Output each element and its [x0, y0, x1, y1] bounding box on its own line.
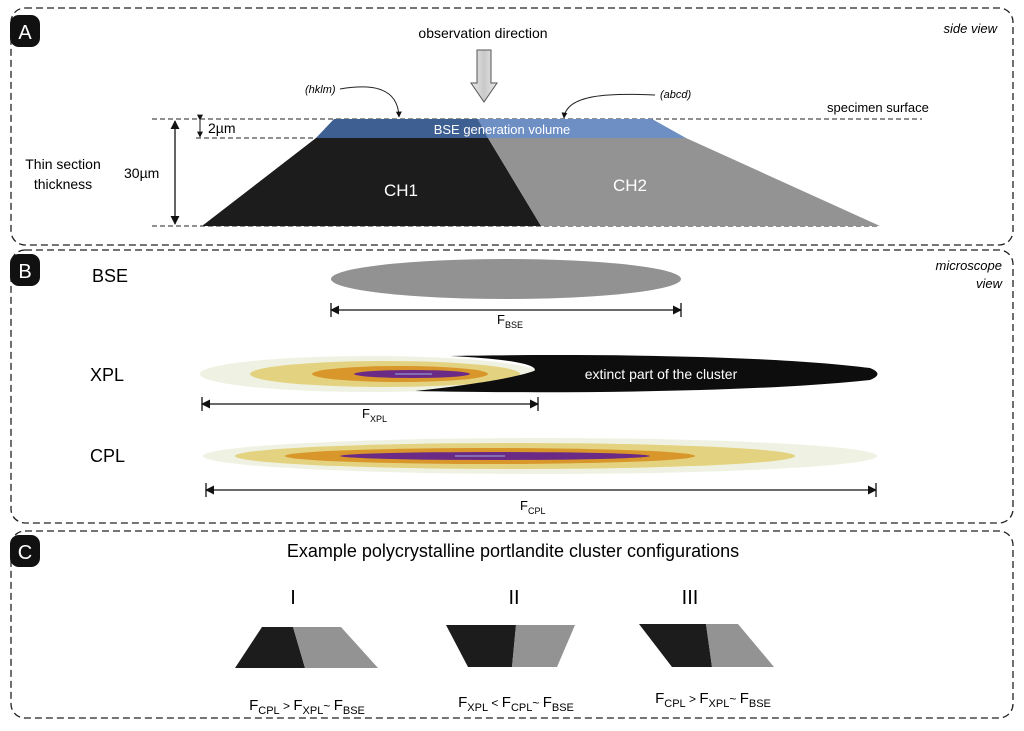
observation-direction-label: observation direction: [418, 25, 547, 41]
bse-volume-label: BSE generation volume: [434, 122, 571, 137]
config-2-light-crystal: [512, 625, 575, 667]
abcd-leader: [561, 93, 656, 119]
f-cpl-label: FCPL: [520, 498, 545, 516]
panel-c-frame: [10, 530, 1014, 719]
config-3-light-crystal: [706, 624, 774, 667]
bse-row-label: BSE: [92, 266, 128, 286]
thirty-um-label: 30µm: [124, 165, 159, 181]
panel-a-badge-letter: A: [18, 22, 32, 44]
abcd-label: (abcd): [660, 89, 692, 101]
thickness-label-line2: thickness: [34, 176, 92, 192]
ch1-label: CH1: [384, 181, 418, 200]
thickness-label-line1: Thin section: [25, 156, 100, 172]
config-1-light-crystal: [293, 627, 378, 668]
panel-a-badge: [10, 15, 40, 47]
hklm-label: (hklm): [305, 84, 336, 96]
ch2-crystal: [488, 138, 880, 226]
microscope-view-label-line1: microscope: [936, 258, 1002, 273]
panel-b-frame: [10, 249, 1014, 524]
panel-b-badge-letter: B: [18, 261, 31, 283]
microscope-view-label-line2: view: [976, 276, 1004, 291]
ch2-label: CH2: [613, 176, 647, 195]
specimen-surface-label: specimen surface: [827, 100, 929, 115]
config-3-numeral: III: [682, 587, 699, 609]
panel-a-frame: [10, 7, 1014, 246]
f-bse-label: FBSE: [497, 312, 523, 330]
extinct-part-label: extinct part of the cluster: [585, 366, 738, 382]
config-2-dark-crystal: [446, 625, 516, 667]
panel-c: C Example polycrystalline portlandite cl…: [10, 530, 1014, 719]
xpl-row-label: XPL: [90, 365, 124, 385]
cpl-row-label: CPL: [90, 446, 125, 466]
config-3-dark-crystal: [639, 624, 712, 667]
side-view-label: side view: [944, 21, 999, 36]
panel-b: B microscope view BSE FBSE XPL extinct p…: [10, 249, 1014, 524]
config-2-relation: FXPL < FCPL~ FBSE: [458, 694, 574, 714]
observation-arrow: [470, 49, 498, 103]
bse-ellipse: [331, 259, 681, 299]
hklm-leader: [339, 86, 402, 118]
bse-volume-right: [478, 119, 686, 138]
extinct-part-shape: [415, 355, 878, 393]
config-1-relation: FCPL > FXPL~ FBSE: [249, 697, 365, 717]
config-3-relation: FCPL > FXPL~ FBSE: [655, 690, 771, 710]
panel-c-badge-letter: C: [18, 542, 32, 564]
panel-c-badge: [10, 535, 40, 567]
two-um-label: 2µm: [208, 120, 236, 136]
f-xpl-label: FXPL: [362, 406, 387, 424]
ch1-crystal: [202, 138, 541, 226]
bse-volume-left: [316, 119, 488, 138]
panel-a: A side view observation direction (hklm)…: [10, 7, 1014, 246]
config-2-numeral: II: [508, 587, 519, 609]
config-1-numeral: I: [290, 587, 296, 609]
panel-c-title: Example polycrystalline portlandite clus…: [287, 541, 739, 561]
config-1-dark-crystal: [235, 627, 305, 668]
panel-b-badge: [10, 254, 40, 286]
